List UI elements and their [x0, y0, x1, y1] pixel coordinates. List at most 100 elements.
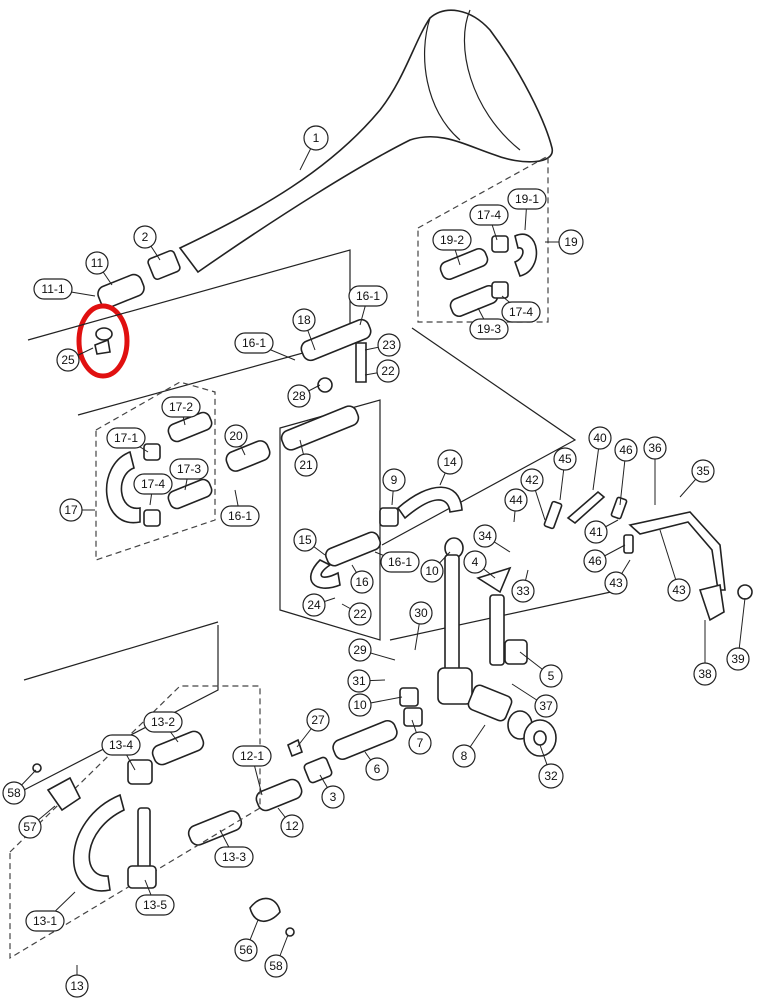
callout-c41: 41 [584, 519, 619, 544]
callout-c40: 40 [588, 426, 612, 491]
callout-bubble [280, 814, 304, 838]
callout-label-text: 17-1 [114, 431, 138, 445]
callout-c7: 7 [408, 719, 432, 755]
callout-c58a: 58 [2, 769, 37, 805]
callout-label-text: 16-1 [228, 509, 252, 523]
lower-tube-parts [187, 719, 398, 846]
callout-bubble [538, 763, 564, 789]
callout-bubble [56, 348, 80, 372]
callout-label-text: 12 [285, 819, 299, 833]
callout-c17: 17 [59, 498, 95, 522]
callout-label-text: 42 [525, 473, 539, 487]
callout-label-text: 11 [91, 256, 104, 270]
callout-label-text: 23 [382, 338, 396, 352]
callout-c10a: 10 [420, 551, 451, 583]
callout-bubble [292, 308, 316, 332]
callout-bubble [348, 285, 388, 307]
callout-label-text: 44 [509, 493, 523, 507]
group-17-box [95, 381, 216, 561]
callout-label-text: 33 [516, 584, 530, 598]
callout-bubble [306, 708, 330, 732]
callout-label-text: 17-4 [509, 305, 533, 319]
callout-bubble [409, 601, 433, 625]
callout-bubble [348, 693, 372, 717]
callout-c18: 18 [292, 308, 316, 351]
callout-bubble [143, 711, 183, 733]
callout-label-text: 34 [478, 529, 492, 543]
coupling-2-part [147, 249, 181, 281]
callout-c17-2: 17-2 [161, 396, 201, 426]
callout-label-text: 16-1 [388, 555, 412, 569]
callout-c46b: 46 [583, 544, 626, 573]
callout-c17-4b: 17-4 [501, 295, 541, 323]
callout-c33: 33 [511, 569, 535, 603]
callout-label-text: 43 [609, 576, 623, 590]
callout-label-text: 19-3 [477, 322, 501, 336]
callout-label-text: 13-5 [143, 898, 167, 912]
callout-c15: 15 [293, 528, 326, 556]
callout-c31: 31 [347, 669, 386, 693]
callout-label-text: 10 [425, 564, 439, 578]
callout-c58b: 58 [264, 934, 289, 978]
callout-bubble [18, 815, 42, 839]
callout-bubble [437, 449, 463, 475]
callout-bubble [473, 524, 497, 548]
callout-label-text: 45 [558, 452, 572, 466]
callout-c2: 2 [133, 225, 161, 261]
callout-c29: 29 [348, 638, 396, 662]
callout-c17-1: 17-1 [106, 427, 149, 453]
callout-label-text: 38 [698, 667, 712, 681]
callout-bubble [452, 744, 476, 768]
callout-label-text: 19 [564, 235, 578, 249]
callout-label-text: 17-3 [177, 462, 201, 476]
callout-bubble [432, 229, 472, 251]
callout-c21: 21 [294, 439, 318, 477]
callout-label-text: 10 [353, 698, 367, 712]
callout-bubble [59, 498, 83, 522]
callout-bubble [501, 301, 541, 323]
part-25-highlight-circle [76, 303, 130, 379]
callout-label-text: 58 [269, 959, 283, 973]
callout-c43a: 43 [604, 559, 631, 595]
callout-c12-1: 12-1 [232, 745, 272, 796]
callout-bubble [365, 757, 389, 781]
callout-c16: 16 [350, 564, 374, 594]
callout-c27: 27 [296, 708, 330, 748]
callout-c17-4a: 17-4 [469, 204, 509, 241]
callout-c37: 37 [511, 683, 558, 718]
callout-bubble [232, 745, 272, 767]
callout-c16-1a: 16-1 [348, 285, 388, 326]
callout-c1: 1 [299, 125, 329, 171]
callout-label-text: 12-1 [240, 749, 264, 763]
callout-label-text: 56 [239, 943, 253, 957]
callout-c35: 35 [679, 459, 715, 498]
callout-c28: 28 [287, 384, 321, 408]
callout-bubble [507, 188, 547, 210]
callout-c57: 57 [18, 805, 56, 839]
top-row-parts [94, 249, 181, 355]
callout-label-text: 13-4 [109, 738, 133, 752]
callout-c44: 44 [504, 488, 528, 523]
callout-label-text: 14 [443, 455, 457, 469]
callout-label-text: 35 [696, 464, 710, 478]
callout-bubble [303, 125, 329, 151]
callout-label-text: 7 [417, 736, 424, 750]
callout-bubble [726, 647, 750, 671]
callout-bubble [321, 785, 345, 809]
callout-label-text: 17-4 [477, 208, 501, 222]
callout-label-text: 19-1 [515, 192, 539, 206]
callout-bubble [293, 528, 317, 552]
callout-bubble [604, 571, 628, 595]
callout-c39: 39 [726, 597, 750, 671]
callout-bubble [135, 894, 175, 916]
callout-label-text: 20 [229, 429, 243, 443]
callout-label-text: 15 [298, 533, 312, 547]
callout-label-text: 13-1 [33, 914, 57, 928]
callout-c45: 45 [553, 447, 577, 501]
callout-c34: 34 [473, 524, 511, 553]
callout-label-text: 5 [548, 669, 555, 683]
callout-bubble [264, 954, 288, 978]
callout-bubble [380, 551, 420, 573]
end-cap-parts [32, 763, 295, 937]
